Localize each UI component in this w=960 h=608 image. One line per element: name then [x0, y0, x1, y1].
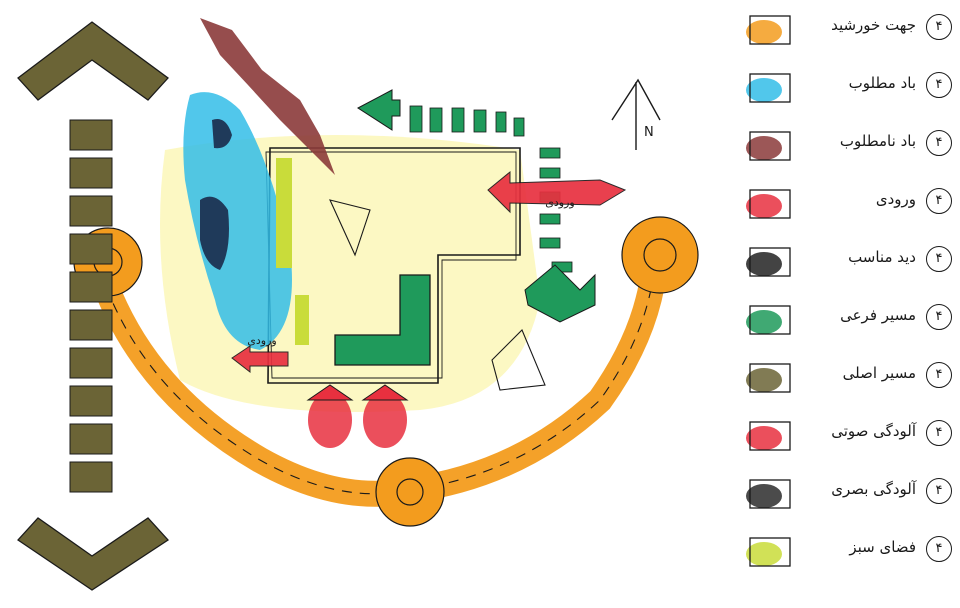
- legend-item-label: ورودی: [875, 190, 916, 208]
- main-path-top-chevron: [17, 21, 169, 101]
- green-space-icon: [740, 532, 802, 572]
- secondary-path-dash: [429, 107, 443, 133]
- main-path-icon: [740, 358, 802, 398]
- legend-item: آلودگی بصری ۴: [730, 470, 960, 520]
- legend-item-number: ۴: [926, 478, 952, 504]
- favorable-wind-zone: [183, 92, 292, 351]
- sun-circle-right-inner: [643, 238, 677, 272]
- legend-item-label: باد مطلوب: [848, 74, 916, 92]
- unfavorable-wind-icon: [740, 126, 802, 166]
- secondary-path-dash: [539, 167, 561, 179]
- entrance-label-top: ورودی: [545, 196, 574, 209]
- noise-pollution-blob: [363, 392, 407, 448]
- sun-circle-right: [621, 216, 699, 294]
- legend-item-label: دید مناسب: [848, 248, 916, 266]
- legend-item: ورودی ۴: [730, 180, 960, 230]
- building-outline-echo: [265, 151, 517, 379]
- good-view-icon: [740, 242, 802, 282]
- legend-item-label: مسیر اصلی: [842, 364, 916, 382]
- favorable-wind-dark-1: [200, 196, 229, 270]
- north-arrow: [611, 78, 661, 150]
- entrance-label-bottom: ورودی: [247, 334, 276, 347]
- legend-item-label: فضای سبز: [849, 538, 916, 556]
- legend-item-label: باد نامطلوب: [839, 132, 916, 150]
- entrance-arrow-bottom: [231, 345, 289, 374]
- visual-pollution-icon: [740, 474, 802, 514]
- legend-item-number: ۴: [926, 72, 952, 98]
- view-cone: [329, 199, 371, 257]
- entrance-arrow-top: [487, 170, 627, 214]
- secondary-path-dash: [539, 213, 561, 225]
- secondary-path-arrow-top: [357, 89, 401, 131]
- legend-item-label: آلودگی صوتی: [831, 422, 916, 440]
- legend-item-number: ۴: [926, 420, 952, 446]
- legend-item: دید مناسب ۴: [730, 238, 960, 288]
- secondary-path-chevron: [524, 264, 596, 323]
- legend-item-number: ۴: [926, 130, 952, 156]
- sun-path-icon: [740, 10, 802, 50]
- secondary-path-dash: [539, 237, 561, 249]
- main-path-blocks: [69, 119, 113, 493]
- legend-item-number: ۴: [926, 304, 952, 330]
- legend-item-label: آلودگی بصری: [831, 480, 916, 498]
- secondary-path-dash: [409, 105, 423, 133]
- legend-item-number: ۴: [926, 188, 952, 214]
- noise-pollution-blob: [308, 392, 352, 448]
- legend-item: آلودگی صوتی ۴: [730, 412, 960, 462]
- green-space-dot: [295, 295, 309, 345]
- secondary-path-dash: [451, 107, 465, 133]
- view-cone: [491, 329, 546, 391]
- legend-item-number: ۴: [926, 14, 952, 40]
- sun-circle-bottom-inner: [396, 478, 424, 506]
- legend-item-number: ۴: [926, 246, 952, 272]
- entrance-icon: [740, 184, 802, 224]
- legend-item-number: ۴: [926, 362, 952, 388]
- secondary-path-dash: [539, 147, 561, 159]
- legend-item: مسیر اصلی ۴: [730, 354, 960, 404]
- secondary-path-dash: [495, 111, 507, 133]
- legend-item-label: مسیر فرعی: [840, 306, 916, 324]
- secondary-path-icon: [740, 300, 802, 340]
- legend-item: باد نامطلوب ۴: [730, 122, 960, 172]
- sun-path-arc-outline: [99, 259, 656, 495]
- favorable-wind-icon: [740, 68, 802, 108]
- favorable-wind-dark-2: [212, 119, 232, 149]
- secondary-path-dash: [513, 117, 525, 137]
- legend-item: جهت خورشید ۴: [730, 6, 960, 56]
- noise-pollution-arrowhead: [306, 384, 354, 401]
- north-arrow-label: N: [644, 125, 654, 140]
- secondary-path-dash: [473, 109, 487, 133]
- green-space-bar: [276, 158, 292, 268]
- green-space-l: [334, 274, 431, 366]
- main-path-bottom-chevron: [17, 517, 169, 591]
- legend-item: فضای سبز ۴: [730, 528, 960, 578]
- unfavorable-wind-arrow: [200, 18, 335, 175]
- sun-circle-bottom: [375, 457, 445, 527]
- noise-pollution-icon: [740, 416, 802, 456]
- legend-item: مسیر فرعی ۴: [730, 296, 960, 346]
- noise-pollution-arrowhead: [361, 384, 409, 401]
- building-outline: [267, 147, 521, 384]
- legend-item-label: جهت خورشید: [831, 16, 916, 34]
- legend-item: باد مطلوب ۴: [730, 64, 960, 114]
- legend-item-number: ۴: [926, 536, 952, 562]
